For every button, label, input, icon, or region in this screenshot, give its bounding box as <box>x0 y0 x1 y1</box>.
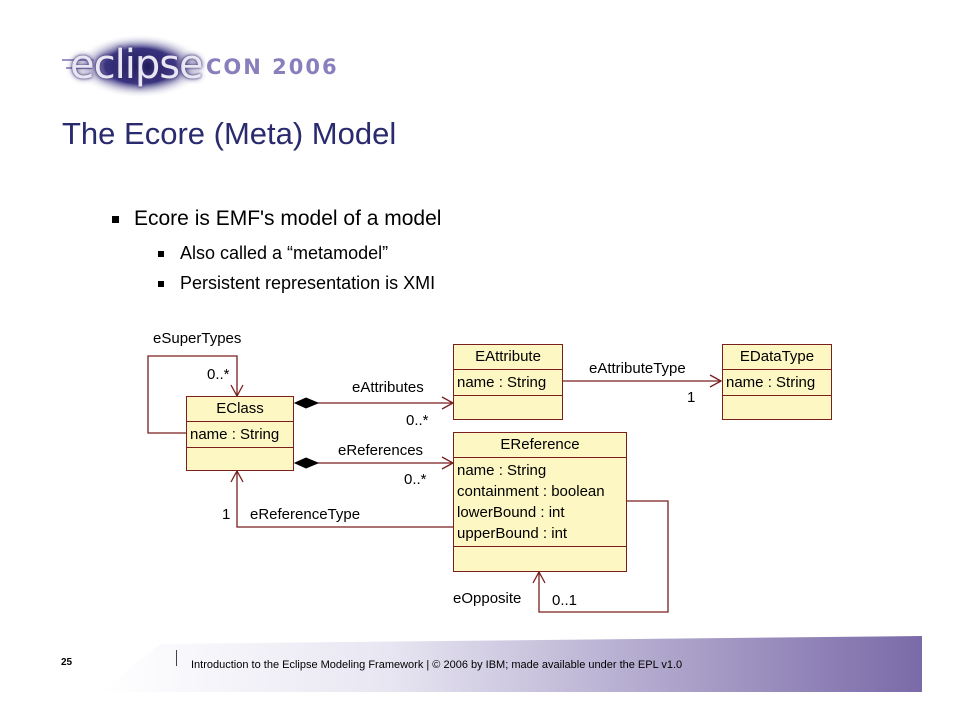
page-number: 25 <box>61 657 73 668</box>
class-attributes: name : String <box>723 370 831 396</box>
eopposite-association <box>538 500 669 613</box>
class-attributes: name : String <box>187 422 293 448</box>
square-bullet-icon <box>158 250 164 257</box>
arrowhead-icon <box>709 374 723 388</box>
attribute: name : String <box>726 374 816 391</box>
logo-eclipse-glow <box>62 34 204 98</box>
logo-con-text: CON 2006 <box>206 55 339 79</box>
attribute: upperBound : int <box>457 525 568 542</box>
square-bullet-icon <box>112 215 119 223</box>
eattribute-box: EAttribute name : String <box>453 344 563 420</box>
attribute: lowerBound : int <box>457 504 565 521</box>
composition-diamond-icon <box>293 457 320 469</box>
ereference-box: EReference name : String containment : b… <box>453 432 627 572</box>
arrowhead-icon <box>230 469 244 483</box>
bullet-text: Persistent representation is XMI <box>180 273 436 293</box>
footer-band <box>100 636 922 692</box>
footer-text: Introduction to the Eclipse Modeling Fra… <box>191 659 683 671</box>
ereferencetype-association <box>236 471 455 528</box>
class-attributes: name : String <box>454 370 562 396</box>
class-name: EClass <box>187 397 293 422</box>
attribute: name : String <box>190 426 280 443</box>
esupertypes-multiplicity: 0..* <box>207 366 230 383</box>
esupertypes-label: eSuperTypes <box>153 330 242 347</box>
eclass-box: EClass name : String <box>186 396 294 471</box>
class-name: EAttribute <box>454 345 562 370</box>
ereferencetype-multiplicity: 1 <box>222 506 231 523</box>
class-attributes: name : String containment : boolean lowe… <box>454 458 626 547</box>
eattributetype-label: eAttributeType <box>589 360 686 377</box>
logo-eclipse-text: eclipse <box>70 42 204 88</box>
bullet-text: Ecore is EMF's model of a model <box>134 207 442 230</box>
ereferencetype-label: eReferenceType <box>250 506 361 523</box>
slide-title: The Ecore (Meta) Model <box>62 116 397 151</box>
footer-separator <box>176 650 177 666</box>
attribute: name : String <box>457 374 547 391</box>
attribute: containment : boolean <box>457 483 605 500</box>
bullet-level2: Also called a “metamodel” <box>158 243 388 264</box>
eattributes-multiplicity: 0..* <box>406 412 429 429</box>
bullet-level2: Persistent representation is XMI <box>158 273 435 294</box>
eopposite-multiplicity: 0..1 <box>552 592 578 609</box>
eattributetype-multiplicity: 1 <box>687 389 696 406</box>
bullet-level1: Ecore is EMF's model of a model <box>112 207 441 231</box>
attribute: name : String <box>457 462 547 479</box>
eclipsecon-logo: eclipse CON 2006 <box>58 34 337 104</box>
eopposite-label: eOpposite <box>453 590 522 607</box>
bullet-text: Also called a “metamodel” <box>180 243 389 263</box>
edatatype-box: EDataType name : String <box>722 344 832 420</box>
arrowhead-icon <box>532 570 546 584</box>
class-name: EDataType <box>723 345 831 370</box>
ereferences-label: eReferences <box>338 442 424 459</box>
composition-diamond-icon <box>293 397 320 409</box>
eattributes-label: eAttributes <box>352 379 424 396</box>
ereferences-multiplicity: 0..* <box>404 471 427 488</box>
class-name: EReference <box>454 433 626 458</box>
esupertypes-association <box>147 355 238 434</box>
square-bullet-icon <box>158 280 164 287</box>
